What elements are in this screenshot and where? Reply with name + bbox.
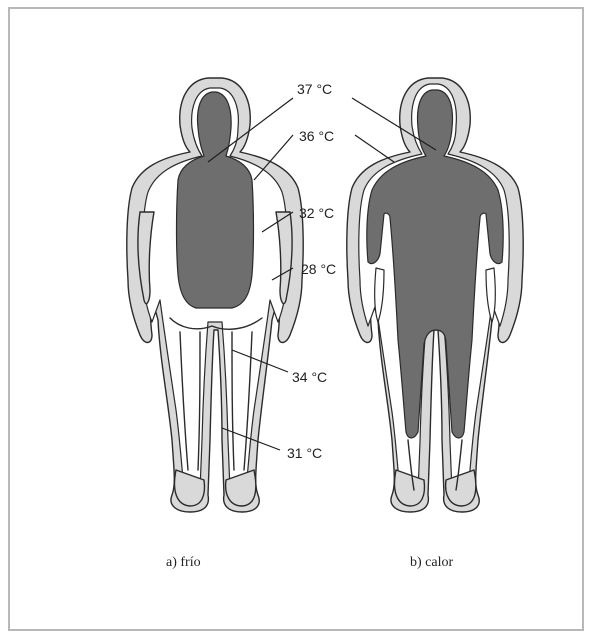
caption-cold: a) frío	[166, 555, 201, 570]
label-37c: 37 °C	[297, 81, 332, 97]
label-36c: 36 °C	[299, 128, 334, 144]
caption-hot: b) calor	[410, 555, 453, 570]
label-31c: 31 °C	[287, 445, 322, 461]
label-34c: 34 °C	[292, 369, 327, 385]
label-32c: 32 °C	[299, 205, 334, 221]
label-28c: 28 °C	[301, 261, 336, 277]
